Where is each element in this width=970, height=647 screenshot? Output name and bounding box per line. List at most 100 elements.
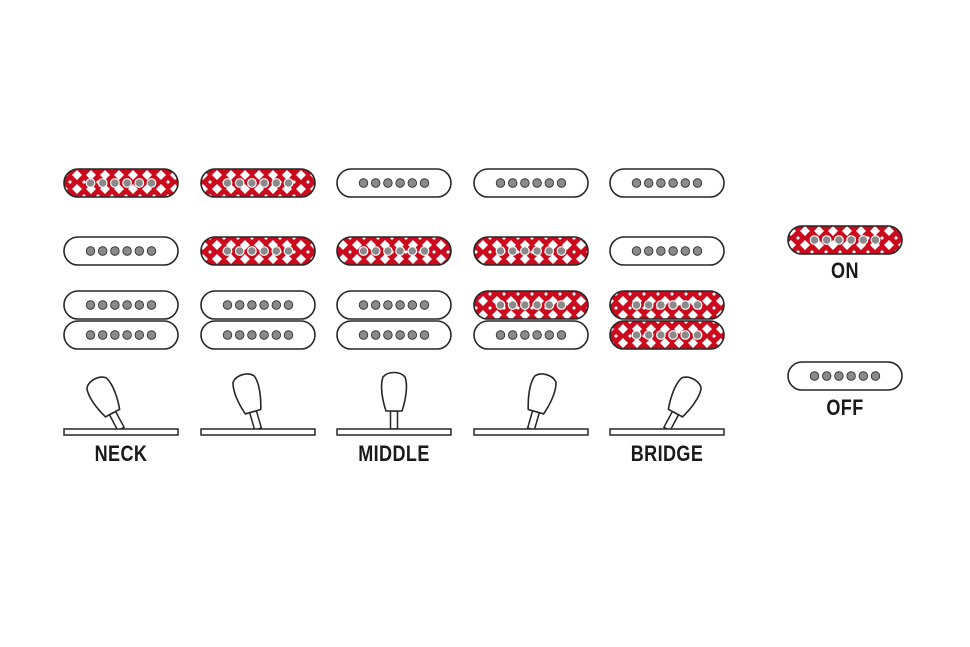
pole-piece	[556, 178, 567, 188]
middle-pickup	[609, 236, 725, 266]
pole-piece	[122, 300, 132, 310]
switch-plate	[63, 428, 179, 436]
pole-piece	[283, 300, 294, 310]
pole-piece	[680, 246, 691, 256]
legend-on-label: ON	[831, 258, 859, 283]
pole-piece	[643, 300, 654, 310]
pole-piece	[520, 330, 530, 340]
bridge-humbucker-upper-coil	[473, 290, 589, 320]
neck-pickup	[63, 168, 179, 198]
pole-piece	[544, 178, 555, 188]
pole-piece	[122, 246, 132, 256]
pole-piece	[407, 178, 418, 188]
position-label-bridge: BRIDGE	[630, 441, 704, 466]
lever-knob	[86, 376, 121, 418]
pole-piece	[822, 371, 832, 381]
pole-piece	[122, 330, 132, 340]
pole-piece	[680, 300, 691, 310]
legend-off-pickup	[787, 361, 903, 391]
pole-piece	[383, 178, 393, 188]
pole-piece	[122, 178, 132, 188]
lever-knob	[380, 371, 408, 412]
pole-piece	[544, 330, 555, 340]
pole-piece	[544, 246, 555, 256]
pole-piece	[234, 178, 245, 188]
pole-piece	[271, 178, 282, 188]
pole-piece	[383, 300, 393, 310]
bridge-humbucker-upper-coil	[336, 290, 452, 320]
pole-piece	[110, 300, 120, 310]
pole-piece	[532, 178, 542, 188]
legend-on-pickup	[787, 225, 903, 255]
pole-piece	[668, 178, 678, 188]
pole-piece	[371, 178, 381, 188]
pole-piece	[222, 246, 233, 256]
bridge-humbucker-lower-coil	[63, 320, 179, 350]
pole-piece	[643, 330, 654, 340]
pole-piece	[371, 330, 381, 340]
selector-switch	[63, 376, 179, 436]
pole-piece	[668, 330, 678, 340]
selector-switch	[473, 373, 589, 436]
bridge-humbucker-lower-coil	[609, 320, 725, 350]
pole-piece	[495, 178, 506, 188]
pole-piece	[846, 235, 856, 245]
pole-piece	[146, 178, 157, 188]
bridge-humbucker-lower-coil	[336, 320, 452, 350]
switch-position-3	[336, 168, 452, 436]
pole-piece	[858, 235, 869, 245]
pole-piece	[858, 371, 869, 381]
pole-piece	[809, 371, 820, 381]
pole-piece	[520, 246, 530, 256]
pole-piece	[259, 246, 270, 256]
pole-piece	[283, 246, 294, 256]
pole-piece	[85, 330, 96, 340]
bridge-humbucker-upper-coil	[63, 290, 179, 320]
pole-piece	[358, 246, 369, 256]
pole-piece	[668, 246, 678, 256]
pole-piece	[495, 300, 506, 310]
lever-knob	[667, 376, 702, 418]
pole-piece	[283, 178, 294, 188]
pole-piece	[358, 178, 369, 188]
pole-piece	[222, 330, 233, 340]
pole-piece	[692, 300, 703, 310]
pole-piece	[834, 371, 844, 381]
pole-piece	[419, 330, 430, 340]
pole-piece	[644, 246, 654, 256]
pole-piece	[419, 246, 430, 256]
pole-piece	[520, 300, 530, 310]
pole-piece	[383, 330, 393, 340]
pole-piece	[259, 300, 269, 310]
switch-position-4	[473, 168, 589, 436]
pole-piece	[234, 330, 245, 340]
bridge-humbucker-lower-coil	[200, 320, 316, 350]
pole-piece	[97, 330, 108, 340]
pole-piece	[146, 330, 157, 340]
pole-piece	[846, 371, 856, 381]
pole-piece	[97, 178, 108, 188]
bridge-humbucker-upper-coil	[609, 290, 725, 320]
pole-piece	[680, 178, 691, 188]
pole-piece	[146, 246, 157, 256]
pole-piece	[631, 330, 642, 340]
pole-piece	[134, 300, 145, 310]
switch-plate	[200, 428, 316, 436]
pole-piece	[656, 178, 666, 188]
neck-pickup	[473, 168, 589, 198]
pole-piece	[370, 246, 381, 256]
pole-piece	[395, 300, 405, 310]
pole-piece	[283, 330, 294, 340]
pole-piece	[556, 246, 567, 256]
pole-piece	[419, 300, 430, 310]
pole-piece	[495, 246, 506, 256]
position-label-middle: MIDDLE	[358, 441, 430, 466]
switch-position-1	[63, 168, 179, 436]
pole-piece	[247, 330, 257, 340]
pole-piece	[234, 300, 245, 310]
pole-piece	[271, 246, 282, 256]
pole-piece	[222, 300, 233, 310]
legend-off-label: OFF	[826, 395, 864, 420]
neck-pickup	[200, 168, 316, 198]
